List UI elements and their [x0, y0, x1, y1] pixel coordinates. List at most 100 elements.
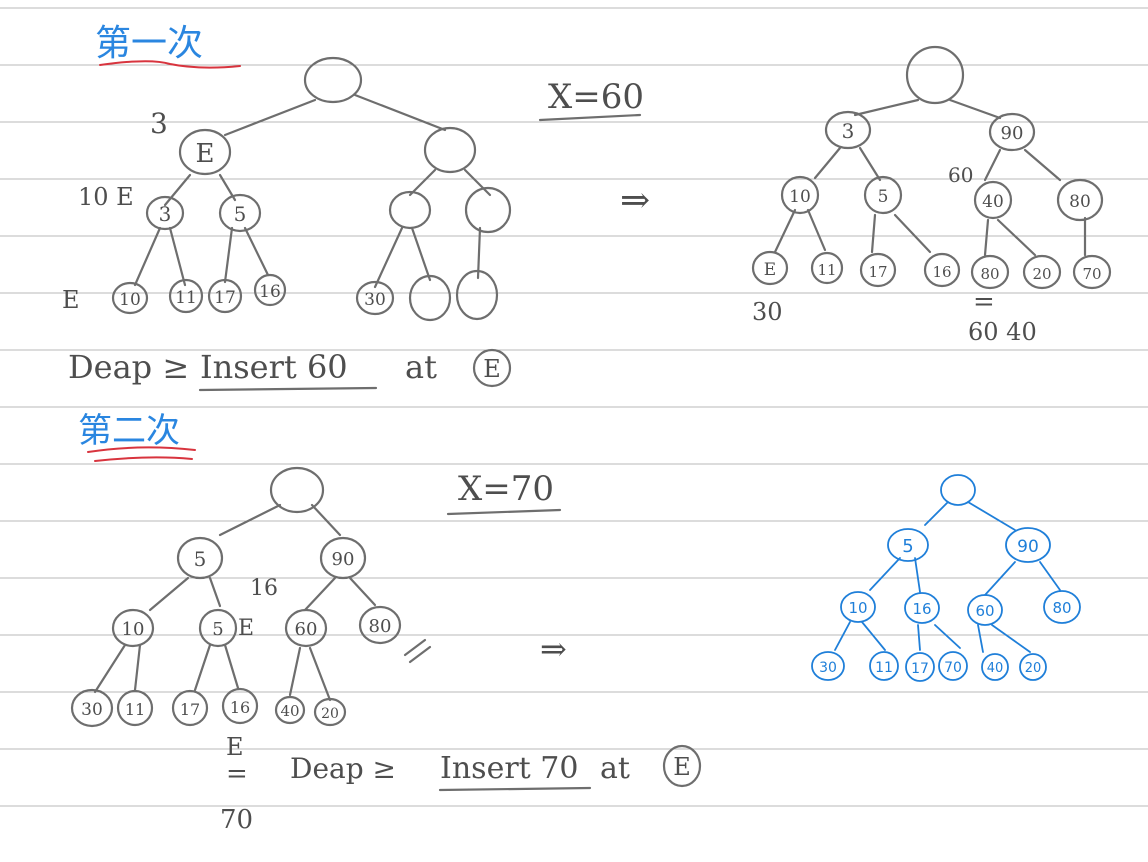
r2b-leaf-node: 17: [171, 689, 209, 727]
r1b-max-l1-node: [423, 126, 477, 174]
r2b-l2-node: 10: [111, 608, 155, 648]
svg-text:90: 90: [332, 549, 355, 570]
round1-section: 第一次 X=60 ⇒: [62, 23, 1112, 392]
svg-text:40: 40: [982, 192, 1004, 212]
round2-heading-underline: [87, 446, 196, 453]
svg-text:16: 16: [912, 600, 931, 618]
r1b-leaf-node: 30: [355, 280, 395, 316]
svg-text:16: 16: [932, 263, 951, 281]
r2b-leaf-node: 20: [313, 697, 347, 727]
svg-text:17: 17: [180, 700, 200, 719]
r1a-l2-node: 40: [973, 180, 1013, 220]
r2a-leaf-node: 70: [938, 651, 968, 681]
svg-text:40: 40: [280, 702, 299, 720]
r1a-l2-node: 5: [863, 175, 903, 215]
r1b-leaf-node: [408, 274, 452, 322]
r2b-leaf-node: 40: [274, 695, 306, 725]
r1-caption-prefix: Deap ≥: [68, 348, 189, 386]
r1a-l1-node: 90: [988, 112, 1036, 152]
r1b-leaf-node: 11: [168, 278, 204, 314]
r2-caption-underline: [438, 786, 592, 792]
svg-text:E: E: [764, 260, 776, 280]
svg-text:17: 17: [214, 288, 236, 308]
svg-text:40: 40: [987, 661, 1004, 676]
svg-text:11: 11: [125, 700, 145, 719]
r1a-leaf-node: E: [751, 250, 789, 286]
svg-text:3: 3: [842, 119, 855, 143]
svg-text:5: 5: [234, 202, 247, 226]
svg-text:5: 5: [194, 547, 207, 571]
r2a-root-node: [940, 474, 976, 506]
r1b-max-l2-node: [388, 190, 432, 230]
r2b-l1-node: 90: [319, 536, 367, 580]
svg-text:30: 30: [819, 660, 837, 676]
r1a-leaf-node: 16: [923, 252, 961, 288]
r1-caption-underline: [198, 386, 378, 392]
svg-text:80: 80: [369, 616, 392, 637]
r2b-l2-node: 5: [198, 608, 238, 648]
svg-text:16: 16: [259, 282, 281, 302]
svg-text:60: 60: [295, 619, 318, 640]
r2b-note-eq: =: [226, 759, 248, 789]
round1-arrow: ⇒: [620, 180, 650, 221]
svg-text:90: 90: [1017, 537, 1039, 557]
round1-before-nodes: E 3 5 10: [111, 56, 512, 322]
svg-text:5: 5: [878, 187, 889, 207]
svg-text:70: 70: [944, 660, 962, 676]
ruled-lines: [0, 7, 1148, 807]
r1b-min-l2-node: 3: [145, 195, 185, 231]
round2-heading: 第二次: [78, 411, 180, 451]
r2a-leaf-node: 20: [1019, 653, 1047, 681]
r1b-leaf-node: 10: [111, 281, 149, 315]
svg-text:11: 11: [875, 660, 893, 676]
r2a-leaf-node: 11: [869, 651, 899, 681]
svg-text:90: 90: [1001, 123, 1024, 144]
round2-arrow: ⇒: [540, 630, 567, 668]
r2a-l1-node: 5: [887, 528, 929, 562]
round1-caption: Deap ≥ Insert 60 at E: [68, 348, 512, 392]
round2-after-edges: [834, 501, 1061, 653]
r2-caption-insert: Insert 70: [440, 751, 578, 786]
svg-text:E: E: [196, 139, 215, 169]
r2b-l2-node: 80: [358, 605, 402, 645]
svg-text:20: 20: [321, 706, 339, 722]
r1b-note-E: E: [62, 286, 80, 314]
r1a-leaf-node: 20: [1022, 254, 1062, 290]
r2b-double-slash: [403, 638, 432, 664]
round1-heading-underline: [99, 60, 241, 69]
round2-after-nodes: 5 90 10 16 60 80: [811, 474, 1081, 682]
r1b-min-l2-node: 5: [218, 193, 262, 233]
round1-heading: 第一次: [95, 23, 203, 64]
svg-text:17: 17: [911, 661, 929, 677]
r1b-note-3: 3: [150, 107, 168, 140]
round2-caption: Deap ≥ Insert 70 at E: [290, 744, 702, 792]
r2a-leaf-node: 30: [811, 651, 845, 681]
svg-text:11: 11: [175, 288, 197, 308]
r2b-root-node: [269, 466, 325, 514]
r1a-note-60-40: 60 40: [968, 318, 1037, 346]
r2a-l2-node: 60: [967, 594, 1003, 626]
r2b-note-E-mid: E: [238, 616, 254, 641]
r2b-leaf-node: 30: [70, 688, 114, 728]
svg-text:30: 30: [81, 700, 103, 720]
r2-caption-pos: E: [673, 753, 691, 781]
round1-after-nodes: 3 90 10 5 40 80: [751, 45, 1112, 290]
svg-text:11: 11: [817, 261, 836, 279]
svg-text:3: 3: [159, 202, 172, 226]
r2b-note-16: 16: [250, 576, 278, 601]
svg-text:5: 5: [902, 536, 913, 557]
r1b-leaf-node: [455, 269, 499, 321]
r1-caption-insert: Insert 60: [200, 348, 348, 386]
round2-before-edges: [93, 503, 377, 702]
round2-section: 第二次 X=70 ⇒ 5: [70, 411, 1081, 835]
r1b-min-l1-node: E: [178, 128, 232, 176]
r1a-note-60: 60: [948, 163, 973, 187]
r1a-leaf-node: 11: [810, 251, 844, 285]
r1b-leaf-node: 17: [207, 278, 243, 314]
r2b-leaf-node: 11: [116, 689, 154, 727]
r1b-leaf-node: 16: [253, 273, 287, 307]
svg-text:60: 60: [975, 602, 994, 620]
r2-caption-prefix: Deap ≥: [290, 752, 396, 785]
r1b-root-node: [303, 56, 363, 104]
r2b-l2-node: 60: [284, 608, 328, 648]
